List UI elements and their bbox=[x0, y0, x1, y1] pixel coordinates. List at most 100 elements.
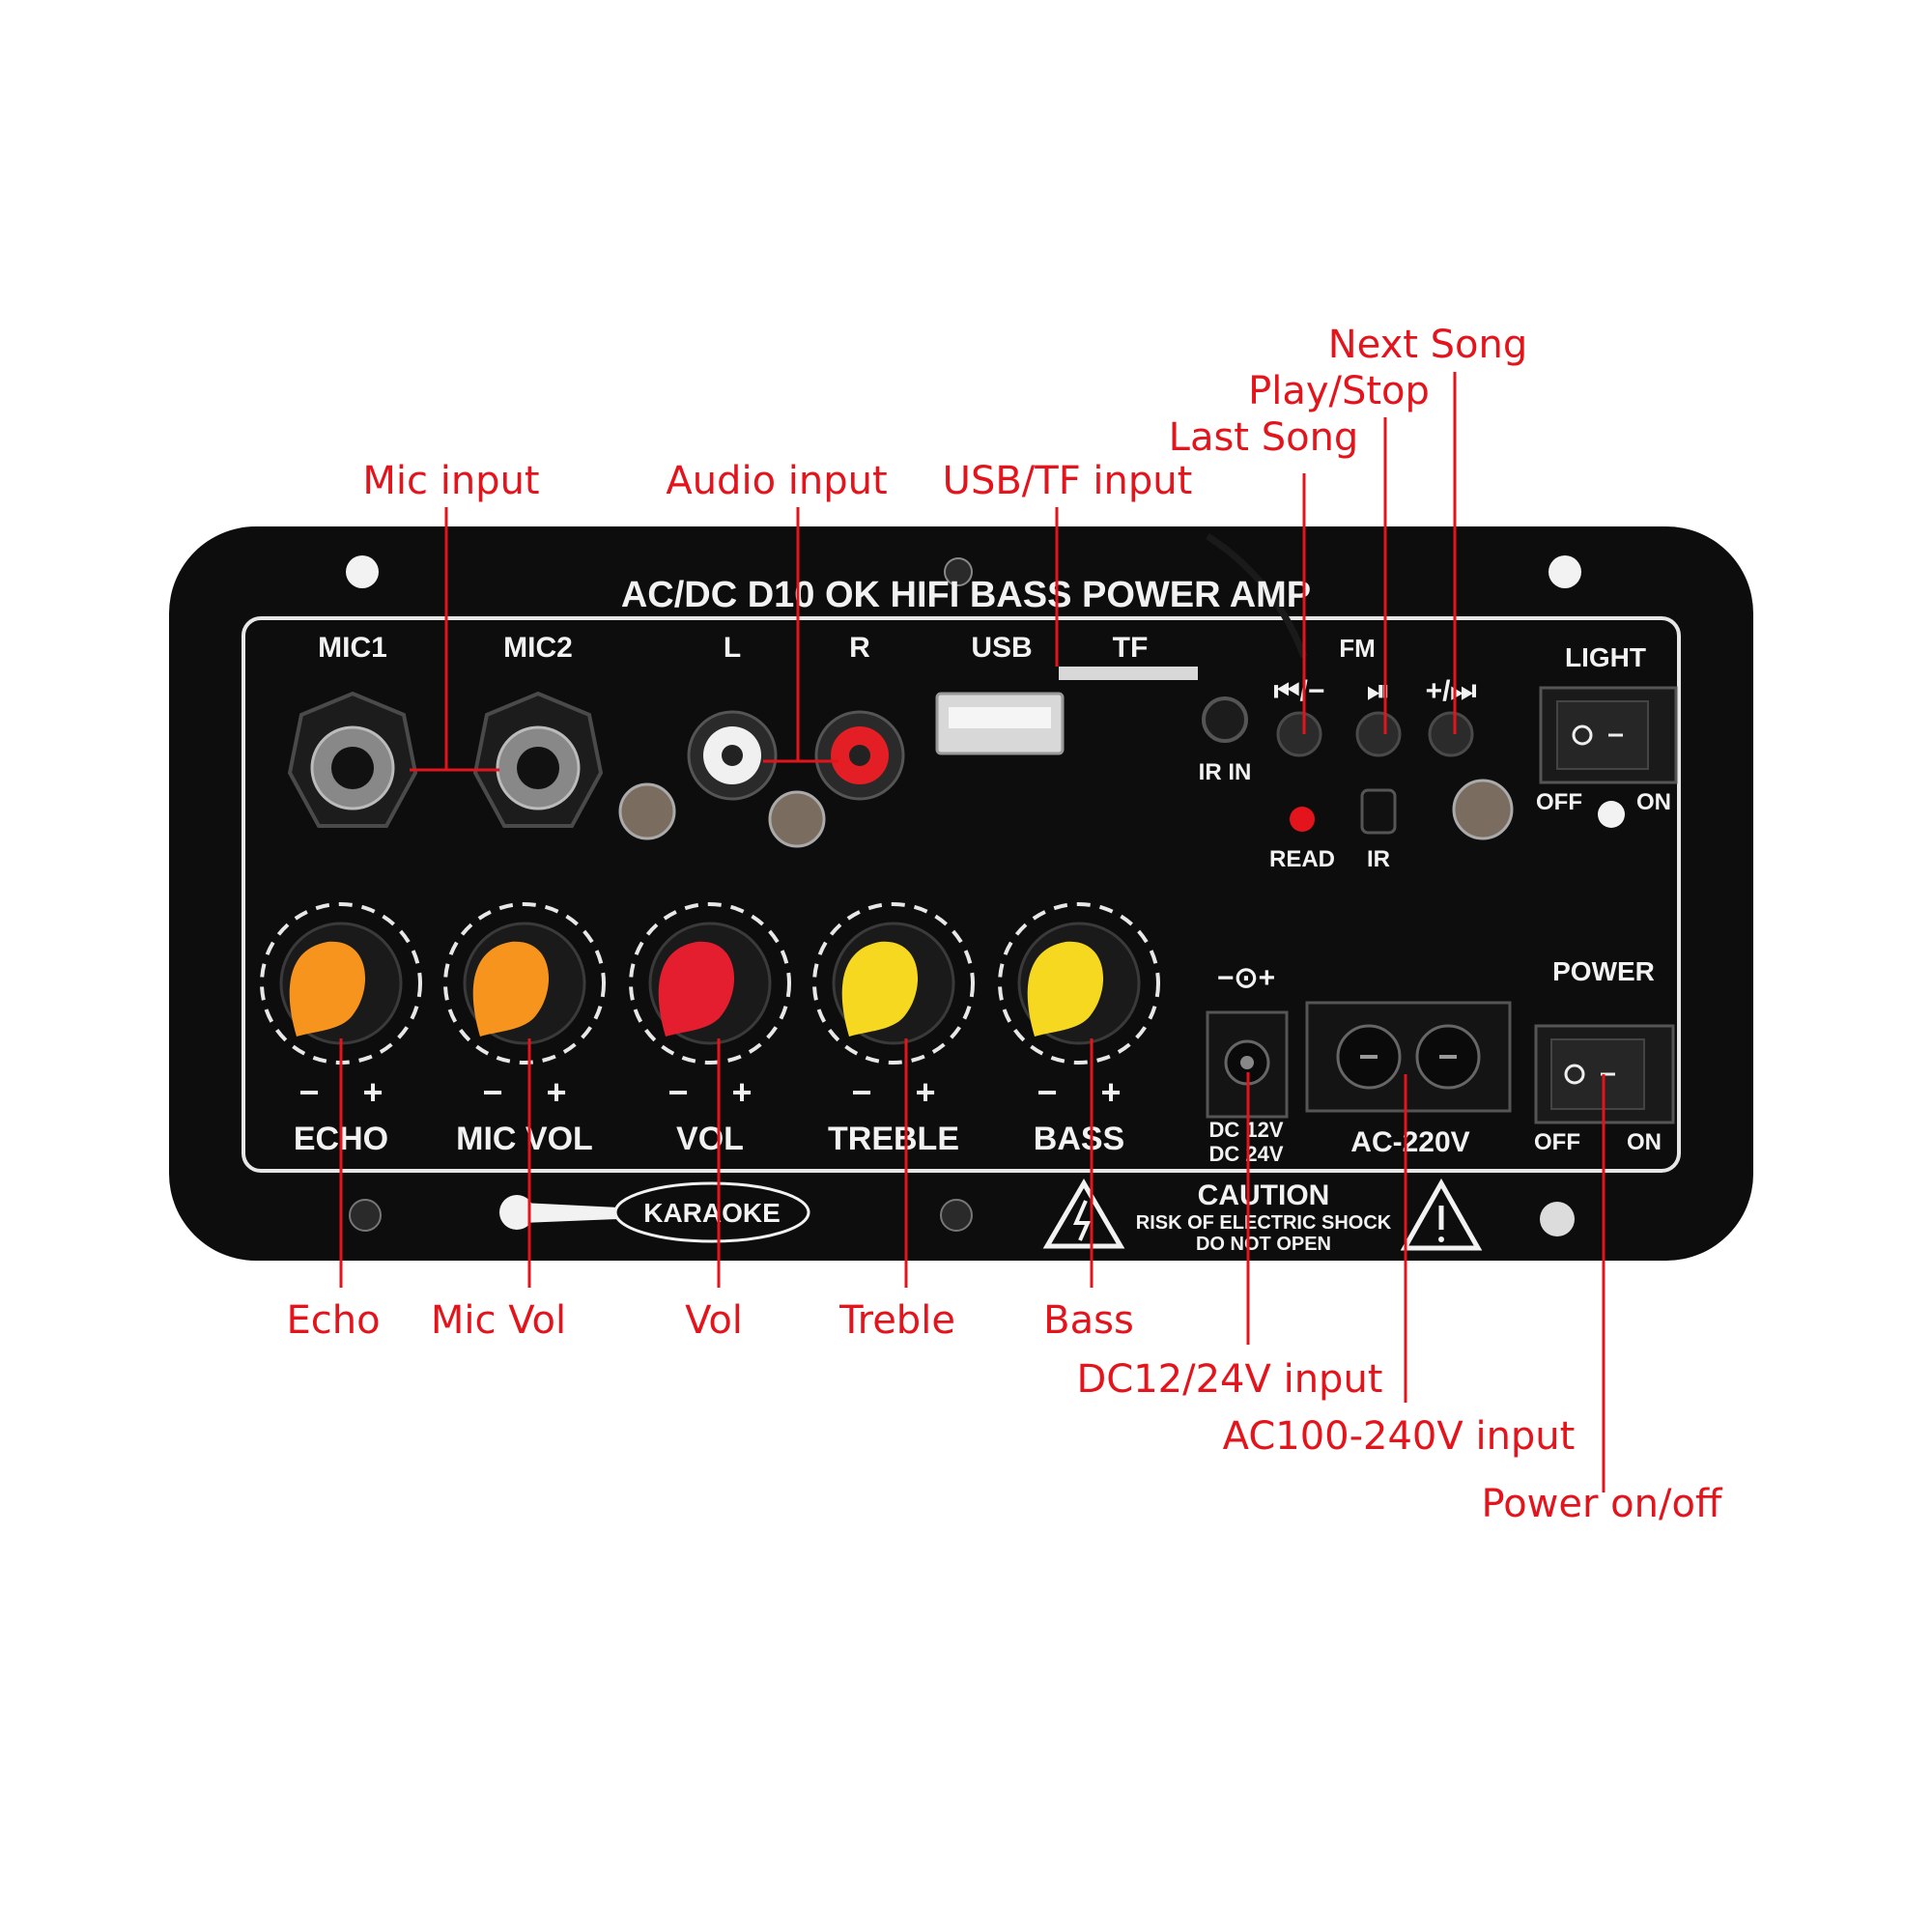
rca-left-jack[interactable] bbox=[687, 710, 778, 801]
panel-plate bbox=[169, 526, 1753, 1261]
label-power-on: ON bbox=[1627, 1129, 1662, 1155]
knob-mic-vol[interactable]: − + MIC VOL bbox=[443, 902, 606, 1157]
knob-scale-ring bbox=[998, 902, 1160, 1065]
mount-hole bbox=[349, 1199, 382, 1232]
knob-bass[interactable]: − + BASS bbox=[998, 902, 1160, 1157]
screw bbox=[618, 782, 676, 840]
label-mic1: MIC1 bbox=[318, 632, 387, 664]
knob-minus-label: − bbox=[851, 1072, 871, 1112]
label-l: L bbox=[724, 632, 741, 664]
karaoke-logo bbox=[499, 1181, 810, 1243]
callout-bass: Bass bbox=[1043, 1298, 1134, 1343]
callout-echo: Echo bbox=[286, 1298, 380, 1343]
screw bbox=[1452, 779, 1514, 840]
knob-minus-label: − bbox=[482, 1072, 502, 1112]
label-prev: ⏮/− bbox=[1274, 675, 1325, 707]
light-switch[interactable] bbox=[1539, 686, 1678, 784]
knob-label: BASS bbox=[1034, 1121, 1124, 1157]
mount-hole bbox=[944, 557, 973, 586]
knob-label: MIC VOL bbox=[456, 1121, 593, 1157]
mic2-jack[interactable] bbox=[472, 691, 604, 828]
ir-receiver bbox=[1360, 788, 1397, 835]
callout-play-stop: Play/Stop bbox=[1248, 369, 1430, 413]
mount-hole bbox=[346, 555, 379, 588]
callout-mic-vol: Mic Vol bbox=[431, 1298, 566, 1343]
knob-plus-label: + bbox=[915, 1072, 935, 1112]
read-led bbox=[1290, 807, 1315, 832]
knob-label: VOL bbox=[676, 1121, 744, 1157]
screw bbox=[768, 790, 826, 848]
ac-power-socket[interactable] bbox=[1305, 1001, 1512, 1113]
label-power: POWER bbox=[1552, 956, 1655, 986]
knob-plus-label: + bbox=[1100, 1072, 1121, 1112]
mic1-jack[interactable] bbox=[287, 691, 418, 828]
knob-scale-ring bbox=[629, 902, 791, 1065]
label-read: READ bbox=[1269, 846, 1335, 872]
next-song-button[interactable] bbox=[1428, 711, 1474, 757]
label-ac-220v: AC-220V bbox=[1350, 1126, 1469, 1158]
tf-card-slot[interactable] bbox=[1059, 667, 1198, 680]
callout-mic-input: Mic input bbox=[362, 459, 539, 503]
knob-cap[interactable] bbox=[289, 941, 366, 1037]
label-r: R bbox=[849, 632, 870, 664]
label-dc-12v: DC 12V bbox=[1208, 1118, 1283, 1142]
panel-border bbox=[242, 616, 1681, 1173]
caution-line2: DO NOT OPEN bbox=[1196, 1234, 1331, 1255]
callout-next-song: Next Song bbox=[1328, 323, 1528, 367]
last-song-button[interactable] bbox=[1276, 711, 1322, 757]
knob-vol[interactable]: − + VOL bbox=[629, 902, 791, 1157]
callout-last-song: Last Song bbox=[1169, 415, 1359, 460]
knob-scale-ring bbox=[443, 902, 606, 1065]
knob-cap[interactable] bbox=[841, 941, 919, 1037]
knob-echo[interactable]: −+ECHO bbox=[260, 902, 422, 1157]
callout-ac-input: AC100-240V input bbox=[1223, 1414, 1576, 1459]
knob-cap[interactable] bbox=[472, 941, 550, 1037]
ir-in-jack[interactable] bbox=[1202, 696, 1248, 743]
knob-plus-label: + bbox=[731, 1072, 752, 1112]
play-stop-button[interactable] bbox=[1355, 711, 1402, 757]
knob-group: −+ECHO−+MIC VOL−+VOL−+TREBLE−+BASS bbox=[260, 902, 1160, 1157]
label-light-on: ON bbox=[1636, 789, 1671, 815]
knob-treble[interactable]: − + TREBLE bbox=[812, 902, 975, 1157]
callout-audio-input: Audio input bbox=[666, 459, 887, 503]
usb-port[interactable] bbox=[935, 692, 1065, 755]
knob-plus-label: + bbox=[546, 1072, 566, 1112]
knob-plus-label: + bbox=[362, 1072, 383, 1112]
leader-lines bbox=[339, 372, 1605, 1492]
label-ir-in: IR IN bbox=[1199, 759, 1252, 785]
callout-usb-tf-input: USB/TF input bbox=[943, 459, 1193, 503]
label-next: +/⏭ bbox=[1426, 675, 1477, 707]
dc-polarity-symbol: −⊙+ bbox=[1217, 962, 1275, 994]
label-usb: USB bbox=[971, 632, 1032, 664]
knob-cap[interactable] bbox=[1027, 941, 1104, 1037]
shock-warning-icon bbox=[1042, 1179, 1125, 1249]
callout-vol: Vol bbox=[685, 1298, 743, 1343]
callout-power-onoff: Power on/off bbox=[1482, 1482, 1723, 1526]
karaoke-text: KARAOKE bbox=[643, 1198, 781, 1228]
callout-dc-input: DC12/24V input bbox=[1077, 1357, 1383, 1402]
mount-hole bbox=[1540, 1202, 1575, 1236]
label-light: LIGHT bbox=[1565, 642, 1646, 672]
knob-minus-label: − bbox=[1037, 1072, 1057, 1112]
caution-line1: RISK OF ELECTRIC SHOCK bbox=[1136, 1212, 1392, 1234]
mount-hole bbox=[1598, 801, 1625, 828]
knob-label: TREBLE bbox=[828, 1121, 959, 1157]
mount-hole bbox=[940, 1199, 973, 1232]
mount-hole bbox=[1548, 555, 1581, 588]
label-fm: FM bbox=[1339, 634, 1376, 663]
panel-title: AC/DC D10 OK HIFI BASS POWER AMP bbox=[621, 575, 1311, 615]
rca-right-jack[interactable] bbox=[814, 710, 905, 801]
antenna-wire bbox=[1206, 533, 1308, 659]
caution-title: CAUTION bbox=[1198, 1179, 1330, 1211]
knob-minus-label: − bbox=[298, 1072, 319, 1112]
knob-minus-label: − bbox=[668, 1072, 688, 1112]
label-tf: TF bbox=[1113, 632, 1149, 664]
label-mic2: MIC2 bbox=[503, 632, 573, 664]
knob-scale-ring bbox=[812, 902, 975, 1065]
label-power-off: OFF bbox=[1534, 1129, 1580, 1155]
label-dc-24v: DC 24V bbox=[1208, 1142, 1283, 1166]
knob-cap[interactable] bbox=[658, 941, 735, 1037]
label-light-off: OFF bbox=[1536, 789, 1582, 815]
warning-icon bbox=[1400, 1178, 1483, 1251]
